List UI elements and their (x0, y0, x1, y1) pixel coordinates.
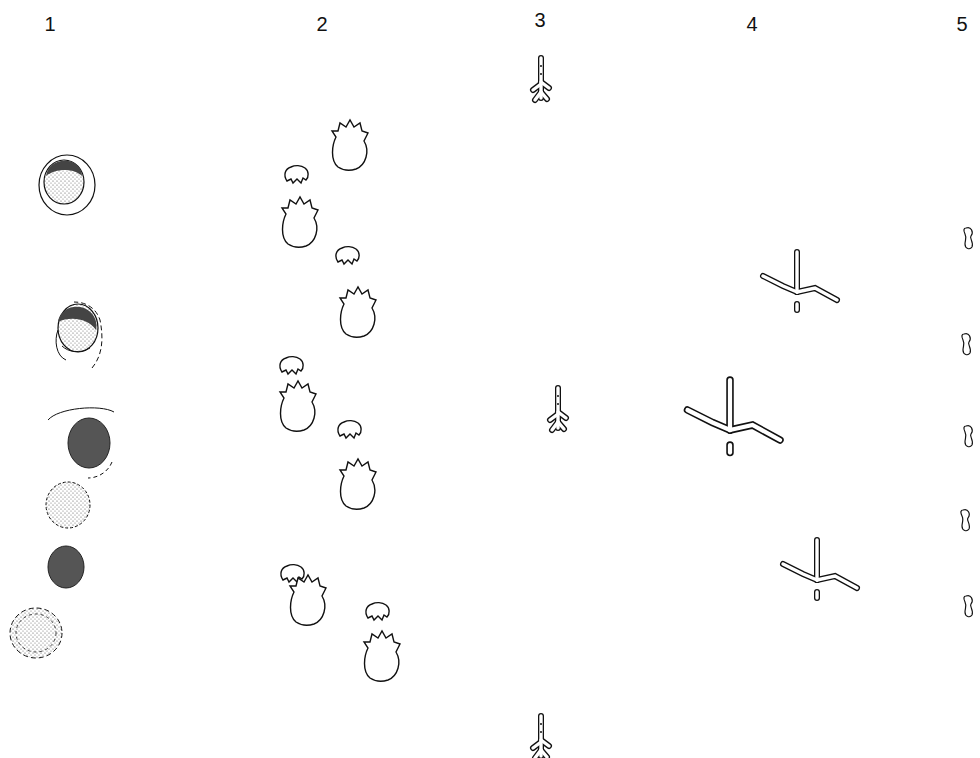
column-5-prints (961, 228, 973, 617)
column-number: 2 (316, 14, 327, 34)
column-number: 5 (956, 14, 967, 34)
column-number: 1 (44, 14, 55, 34)
column-1-prints (10, 155, 114, 658)
column-number: 3 (534, 10, 545, 30)
column-3-prints (533, 58, 566, 758)
column-4-prints (688, 252, 858, 598)
column-number: 4 (746, 14, 757, 34)
column-2-prints (280, 120, 400, 681)
